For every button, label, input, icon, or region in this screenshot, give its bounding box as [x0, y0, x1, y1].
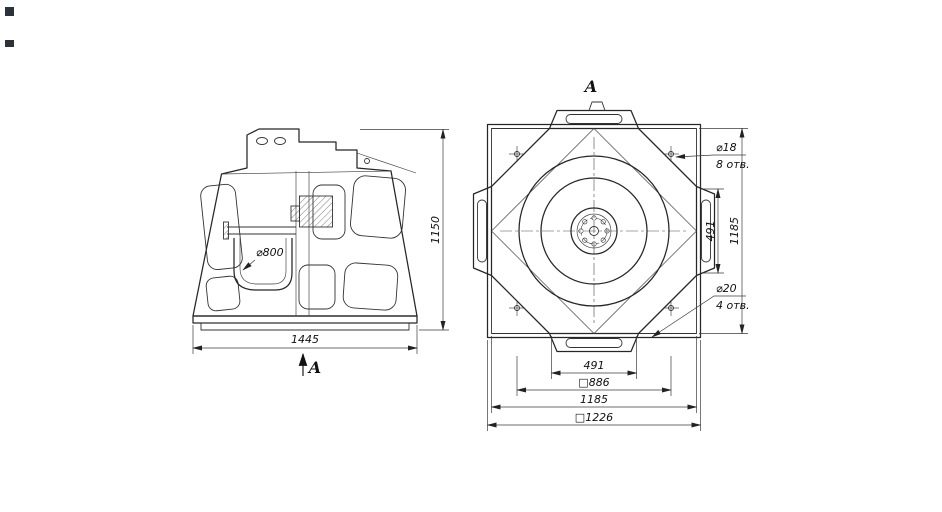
shaft [589, 226, 599, 236]
dim-1226-bottom: □1226 [486, 340, 702, 431]
top-louver-2 [274, 137, 286, 145]
dim-1445: 1445 [192, 325, 418, 354]
side-view: ⌀800 1445 1150 A [192, 128, 449, 377]
dim-square-1226-text: □1226 [575, 411, 613, 424]
hub-outer [570, 207, 618, 255]
dim-886-bottom: □886 [516, 356, 672, 396]
motor-flange [290, 205, 300, 222]
hub-inner [576, 213, 612, 249]
dim-491-bottom: 491 [550, 336, 638, 379]
dim-flange-v-text: 1185 [728, 217, 741, 245]
callout-dia20: ⌀20 4 отв. [651, 282, 750, 338]
corner-hole-mark [509, 300, 525, 316]
base-frame [192, 315, 418, 331]
dim-1185-bottom: 1185 [490, 336, 698, 413]
small-fitting [364, 158, 370, 164]
bolt-circle [580, 217, 608, 245]
scroll-inner [239, 238, 287, 285]
corner-hole-mark [663, 146, 679, 162]
tab-right-slot [701, 199, 711, 263]
tab-bottom-slot [565, 338, 623, 348]
section-arrow-A: A [298, 352, 321, 377]
front-view: A [472, 77, 750, 431]
tab-bottom [548, 333, 640, 353]
callout-corner-qty-text: 8 отв. [716, 158, 750, 171]
scroll-outer [233, 238, 293, 291]
mounting-tabs [472, 101, 716, 353]
section-internals [223, 171, 333, 316]
roof-seam [221, 170, 392, 175]
dim-bolt-b-text: 491 [584, 359, 605, 372]
callout-tab-qty-text: 4 отв. [716, 299, 750, 312]
outer-flange-square [486, 123, 702, 339]
roof-brace [356, 152, 417, 174]
tab-left [472, 185, 492, 277]
top-louver-1 [256, 137, 268, 145]
dim-height-text: 1150 [429, 216, 442, 244]
corner-holes [509, 146, 679, 316]
housing-panels [200, 175, 406, 312]
section-label: A [307, 358, 321, 377]
tab-top [548, 109, 640, 129]
scan-artifact-1 [5, 7, 14, 16]
housing-outline [192, 128, 418, 317]
callout-corner-dia-text: ⌀18 [716, 141, 737, 154]
dim-1185-vertical: 1185 [699, 127, 748, 335]
impeller-dia-label: ⌀800 [256, 246, 284, 259]
view-label: A [583, 77, 597, 96]
callout-dia18: ⌀18 8 отв. [675, 141, 750, 171]
tab-right [696, 185, 716, 277]
motor-section [299, 195, 333, 228]
tab-top-slot [565, 114, 623, 124]
fan-circles [518, 155, 670, 307]
label-dia800: ⌀800 [242, 246, 284, 271]
corner-hole-mark [509, 146, 525, 162]
dim-width-text: 1445 [291, 333, 319, 346]
dim-flange-b-text: 1185 [580, 393, 608, 406]
hub-bolts [578, 215, 610, 247]
dim-square-886-text: □886 [578, 376, 609, 389]
tab-left-slot [477, 199, 487, 263]
scan-artifact-2 [5, 40, 14, 47]
dim-491-vertical: 491 [700, 188, 724, 274]
dim-bolt-v-text: 491 [704, 221, 717, 242]
callout-tab-dia-text: ⌀20 [716, 282, 737, 295]
rotated-square-886 [491, 128, 697, 334]
corner-hole-mark [663, 300, 679, 316]
dim-1150: 1150 [360, 128, 449, 331]
lifting-lug [588, 101, 606, 111]
bracket-end [223, 221, 229, 240]
